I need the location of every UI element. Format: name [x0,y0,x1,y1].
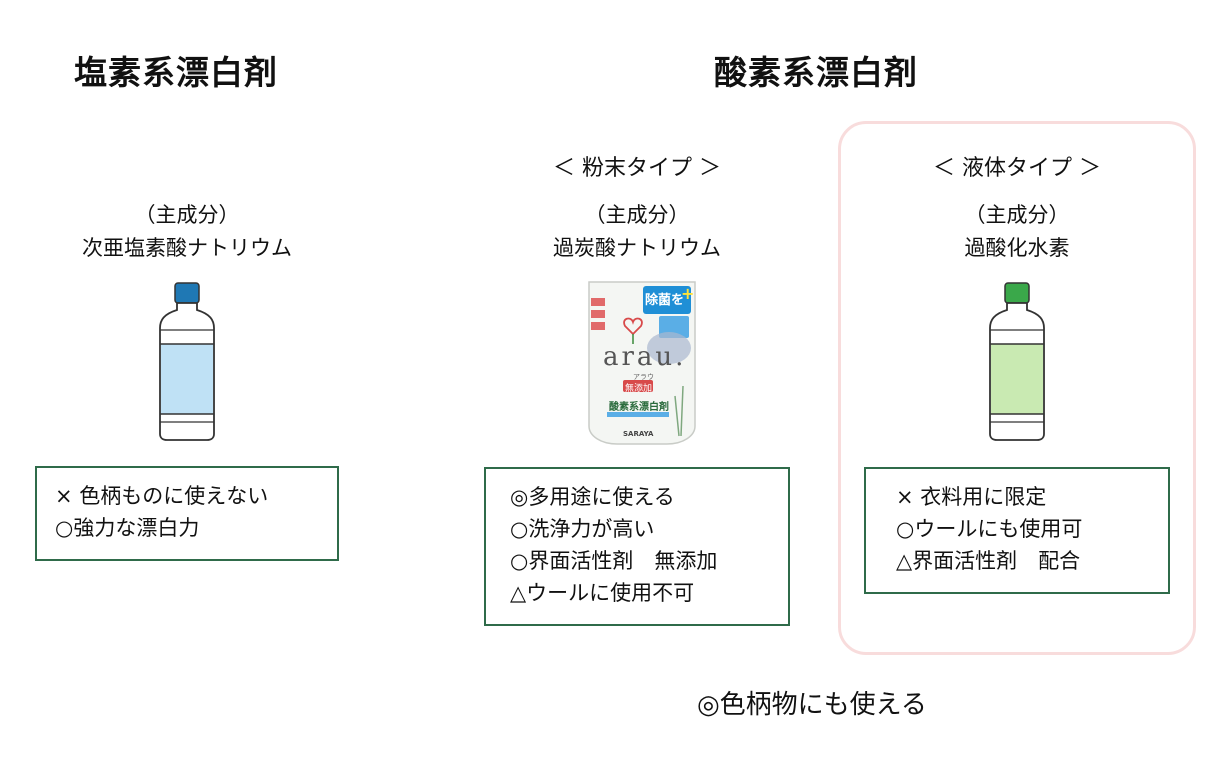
chlorine-feature: ○強力な漂白力 [55,516,200,540]
pouch-label-top: 除菌を [645,293,685,308]
powder-feature: ○界面活性剤 無添加 [510,549,718,573]
powder-features-box: ◎多用途に使える ○洗浄力が高い ○界面活性剤 無添加 △ウールに使用不可 [484,467,790,626]
pouch-brand-kana: アラウ [633,373,654,381]
detergent-pouch-icon: 除菌を + arau. アラウ 無添加 酸素系漂白剤 SARAYA [583,276,701,448]
pouch-badge: 無添加 [625,384,653,394]
liquid-feature: × 衣料用に限定 [896,485,1047,509]
bottle-icon [989,282,1045,441]
pouch-brand: arau. [603,342,687,372]
oxygen-title: 酸素系漂白剤 [714,53,918,92]
powder-type-label: ＜ 粉末タイプ ＞ [553,156,721,181]
bottle-icon [159,282,215,441]
powder-feature: △ウールに使用不可 [510,581,695,605]
pouch-product: 酸素系漂白剤 [609,402,669,413]
pouch-shape [588,281,696,445]
chlorine-feature: × 色柄ものに使えない [55,484,269,508]
powder-ingredient: 過炭酸ナトリウム [553,236,721,260]
powder-ingredient-label: （主成分） [584,203,690,227]
liquid-ingredient-label: （主成分） [964,203,1070,227]
chlorine-ingredient: 次亜塩素酸ナトリウム [82,236,292,260]
pouch-label-plus: + [681,284,695,303]
powder-feature: ○洗浄力が高い [510,517,655,541]
oxygen-common-note: ◎色柄物にも使える [697,690,927,720]
chlorine-title: 塩素系漂白剤 [74,53,278,92]
liquid-feature: ○ウールにも使用可 [896,517,1083,541]
liquid-type-highlight [838,121,1196,655]
liquid-type-label: ＜ 液体タイプ ＞ [933,156,1101,181]
liquid-ingredient: 過酸化水素 [964,236,1070,260]
powder-feature: ◎多用途に使える [510,485,675,509]
pouch-maker: SARAYA [623,430,654,438]
chlorine-ingredient-label: （主成分） [134,203,240,227]
liquid-features-box: × 衣料用に限定 ○ウールにも使用可 △界面活性剤 配合 [864,467,1170,594]
chlorine-features-box: × 色柄ものに使えない ○強力な漂白力 [35,466,339,561]
liquid-feature: △界面活性剤 配合 [896,549,1081,573]
